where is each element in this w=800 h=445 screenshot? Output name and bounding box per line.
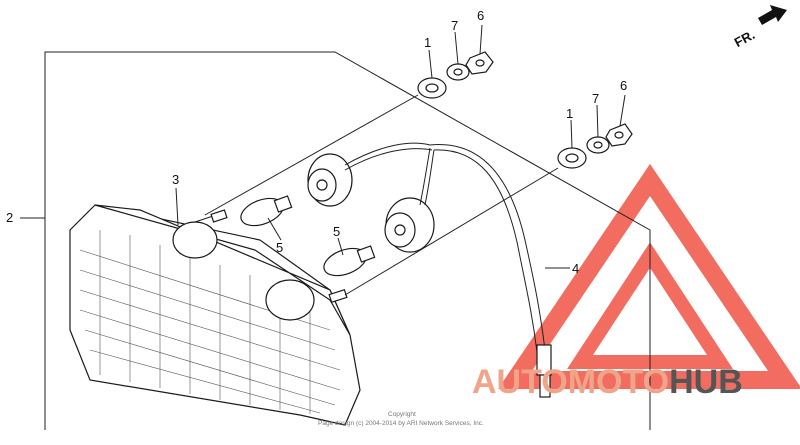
socket-harness[interactable] bbox=[307, 142, 552, 398]
copyright-line-1: Copyright bbox=[388, 411, 416, 418]
callout-6-top: 6 bbox=[477, 8, 484, 23]
callout-1-top: 1 bbox=[424, 35, 431, 50]
watermark-moto: MOTO bbox=[568, 363, 669, 401]
front-label: FR. bbox=[732, 27, 758, 50]
callout-7-top: 7 bbox=[451, 18, 458, 33]
front-direction-indicator: FR. bbox=[732, 5, 787, 50]
leader-lines bbox=[175, 24, 626, 269]
assembly-frame bbox=[20, 51, 651, 430]
callout-2: 2 bbox=[6, 210, 13, 225]
socket-lower bbox=[384, 197, 435, 253]
callout-6-mid: 6 bbox=[620, 78, 627, 93]
watermark-auto: AUTO bbox=[472, 363, 568, 401]
watermark-wordmark: AUTOMOTOHUB bbox=[472, 363, 743, 401]
housing-studs bbox=[172, 209, 348, 321]
hardware-top[interactable] bbox=[204, 51, 494, 216]
front-arrow-icon bbox=[758, 5, 787, 25]
copyright-line-2: Page design (c) 2004-2014 by ARI Network… bbox=[318, 420, 484, 427]
callout-3: 3 bbox=[172, 172, 179, 187]
callout-7-mid: 7 bbox=[592, 91, 599, 106]
bulb-upper[interactable] bbox=[237, 193, 293, 231]
bulb-lower[interactable] bbox=[320, 243, 376, 281]
callout-5-upper: 5 bbox=[276, 240, 283, 255]
callout-4: 4 bbox=[572, 261, 579, 276]
hardware-mid[interactable] bbox=[344, 123, 633, 296]
callout-1-mid: 1 bbox=[566, 106, 573, 121]
svg-text:AUTOMOTOHUB: AUTOMOTOHUB bbox=[472, 363, 743, 401]
copyright-notice: Copyright Page design (c) 2004-2014 by A… bbox=[318, 411, 484, 427]
callout-5-lower: 5 bbox=[333, 224, 340, 239]
callouts: 1 7 6 1 7 6 2 3 4 5 5 bbox=[6, 8, 627, 276]
watermark-hub: HUB bbox=[669, 363, 743, 401]
tail-light-lens[interactable] bbox=[69, 204, 361, 426]
socket-upper bbox=[307, 153, 353, 207]
lens-pattern bbox=[79, 230, 341, 414]
